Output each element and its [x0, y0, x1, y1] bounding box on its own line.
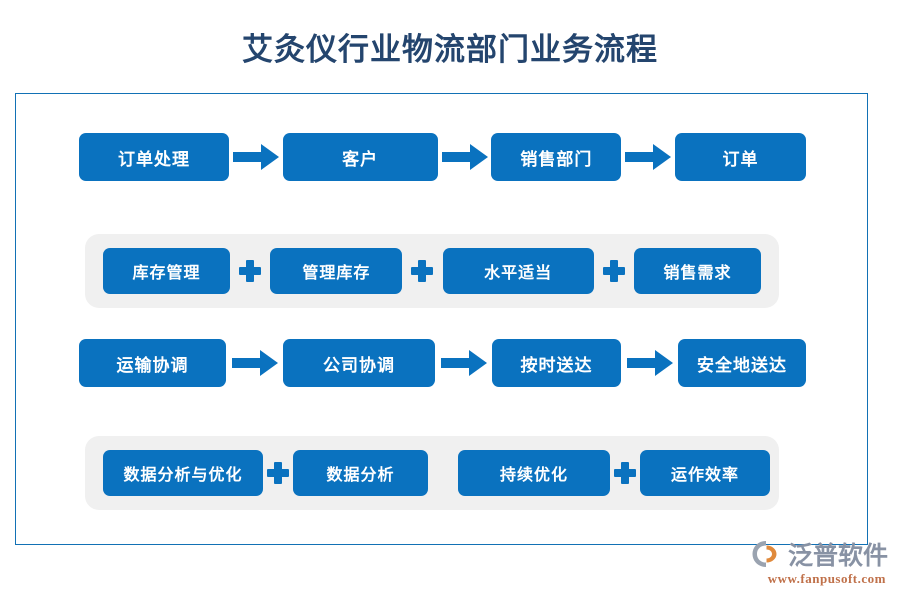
connector-slot: [226, 350, 283, 376]
flow-node[interactable]: 水平适当: [442, 248, 594, 294]
connector-slot: [594, 256, 634, 286]
flow-node[interactable]: 管理库存: [270, 248, 403, 294]
flow-row-3: 运输协调 公司协调 按时送达 安全地送达: [79, 339, 806, 387]
connector-slot: [610, 458, 640, 488]
arrow-right-icon: [626, 350, 673, 376]
flow-row-4: 数据分析与优化数据分析持续优化运作效率: [85, 436, 779, 510]
connector-slot: [229, 144, 283, 170]
connector-slot: [402, 256, 442, 286]
plus-icon: [610, 458, 640, 488]
flow-row-2: 库存管理管理库存水平适当销售需求: [85, 234, 779, 308]
brand-logo: 泛普软件 www.fanpusoft.com: [718, 538, 888, 590]
connector-slot: [263, 458, 293, 488]
plus-icon: [235, 256, 265, 286]
flow-node[interactable]: 数据分析与优化: [103, 450, 263, 496]
flow-node[interactable]: 数据分析: [293, 450, 428, 496]
flow-node[interactable]: 运作效率: [640, 450, 770, 496]
connector-slot: [438, 144, 492, 170]
flow-node[interactable]: 公司协调: [283, 339, 435, 387]
connector-slot: [435, 350, 492, 376]
flow-node[interactable]: 订单: [675, 133, 807, 181]
arrow-right-icon: [441, 144, 488, 170]
flow-node[interactable]: 安全地送达: [678, 339, 806, 387]
flow-node[interactable]: 客户: [282, 133, 438, 181]
brand-url: www.fanpusoft.com: [767, 571, 886, 586]
connector-slot: [230, 256, 270, 286]
connector-slot: [621, 350, 678, 376]
plus-icon: [599, 256, 629, 286]
flow-node[interactable]: 销售部门: [491, 133, 622, 181]
brand-name: 泛普软件: [787, 543, 888, 570]
flow-node[interactable]: 持续优化: [458, 450, 610, 496]
flow-node[interactable]: 运输协调: [79, 339, 226, 387]
arrow-right-icon: [440, 350, 487, 376]
connector-slot: [428, 458, 458, 488]
flow-row-1: 订单处理 客户 销售部门 订单: [79, 133, 807, 181]
connector-slot: [621, 144, 675, 170]
brand-row: 泛普软件: [718, 538, 888, 570]
arrow-right-icon: [625, 144, 672, 170]
flow-node[interactable]: 销售需求: [633, 248, 761, 294]
plus-icon: [407, 256, 437, 286]
plus-icon: [263, 458, 293, 488]
arrow-right-icon: [232, 144, 279, 170]
arrow-right-icon: [231, 350, 278, 376]
fanpu-logo-icon: [751, 539, 783, 569]
flow-node[interactable]: 订单处理: [79, 133, 229, 181]
flow-node[interactable]: 库存管理: [103, 248, 230, 294]
page-title: 艾灸仪行业物流部门业务流程: [242, 32, 658, 67]
diagram-frame: 订单处理 客户 销售部门 订单库存管理管理库存水平适当销售需求运输协调 公司协调 按时送达…: [15, 93, 868, 545]
connector-gap: [428, 458, 458, 488]
flow-node[interactable]: 按时送达: [492, 339, 621, 387]
